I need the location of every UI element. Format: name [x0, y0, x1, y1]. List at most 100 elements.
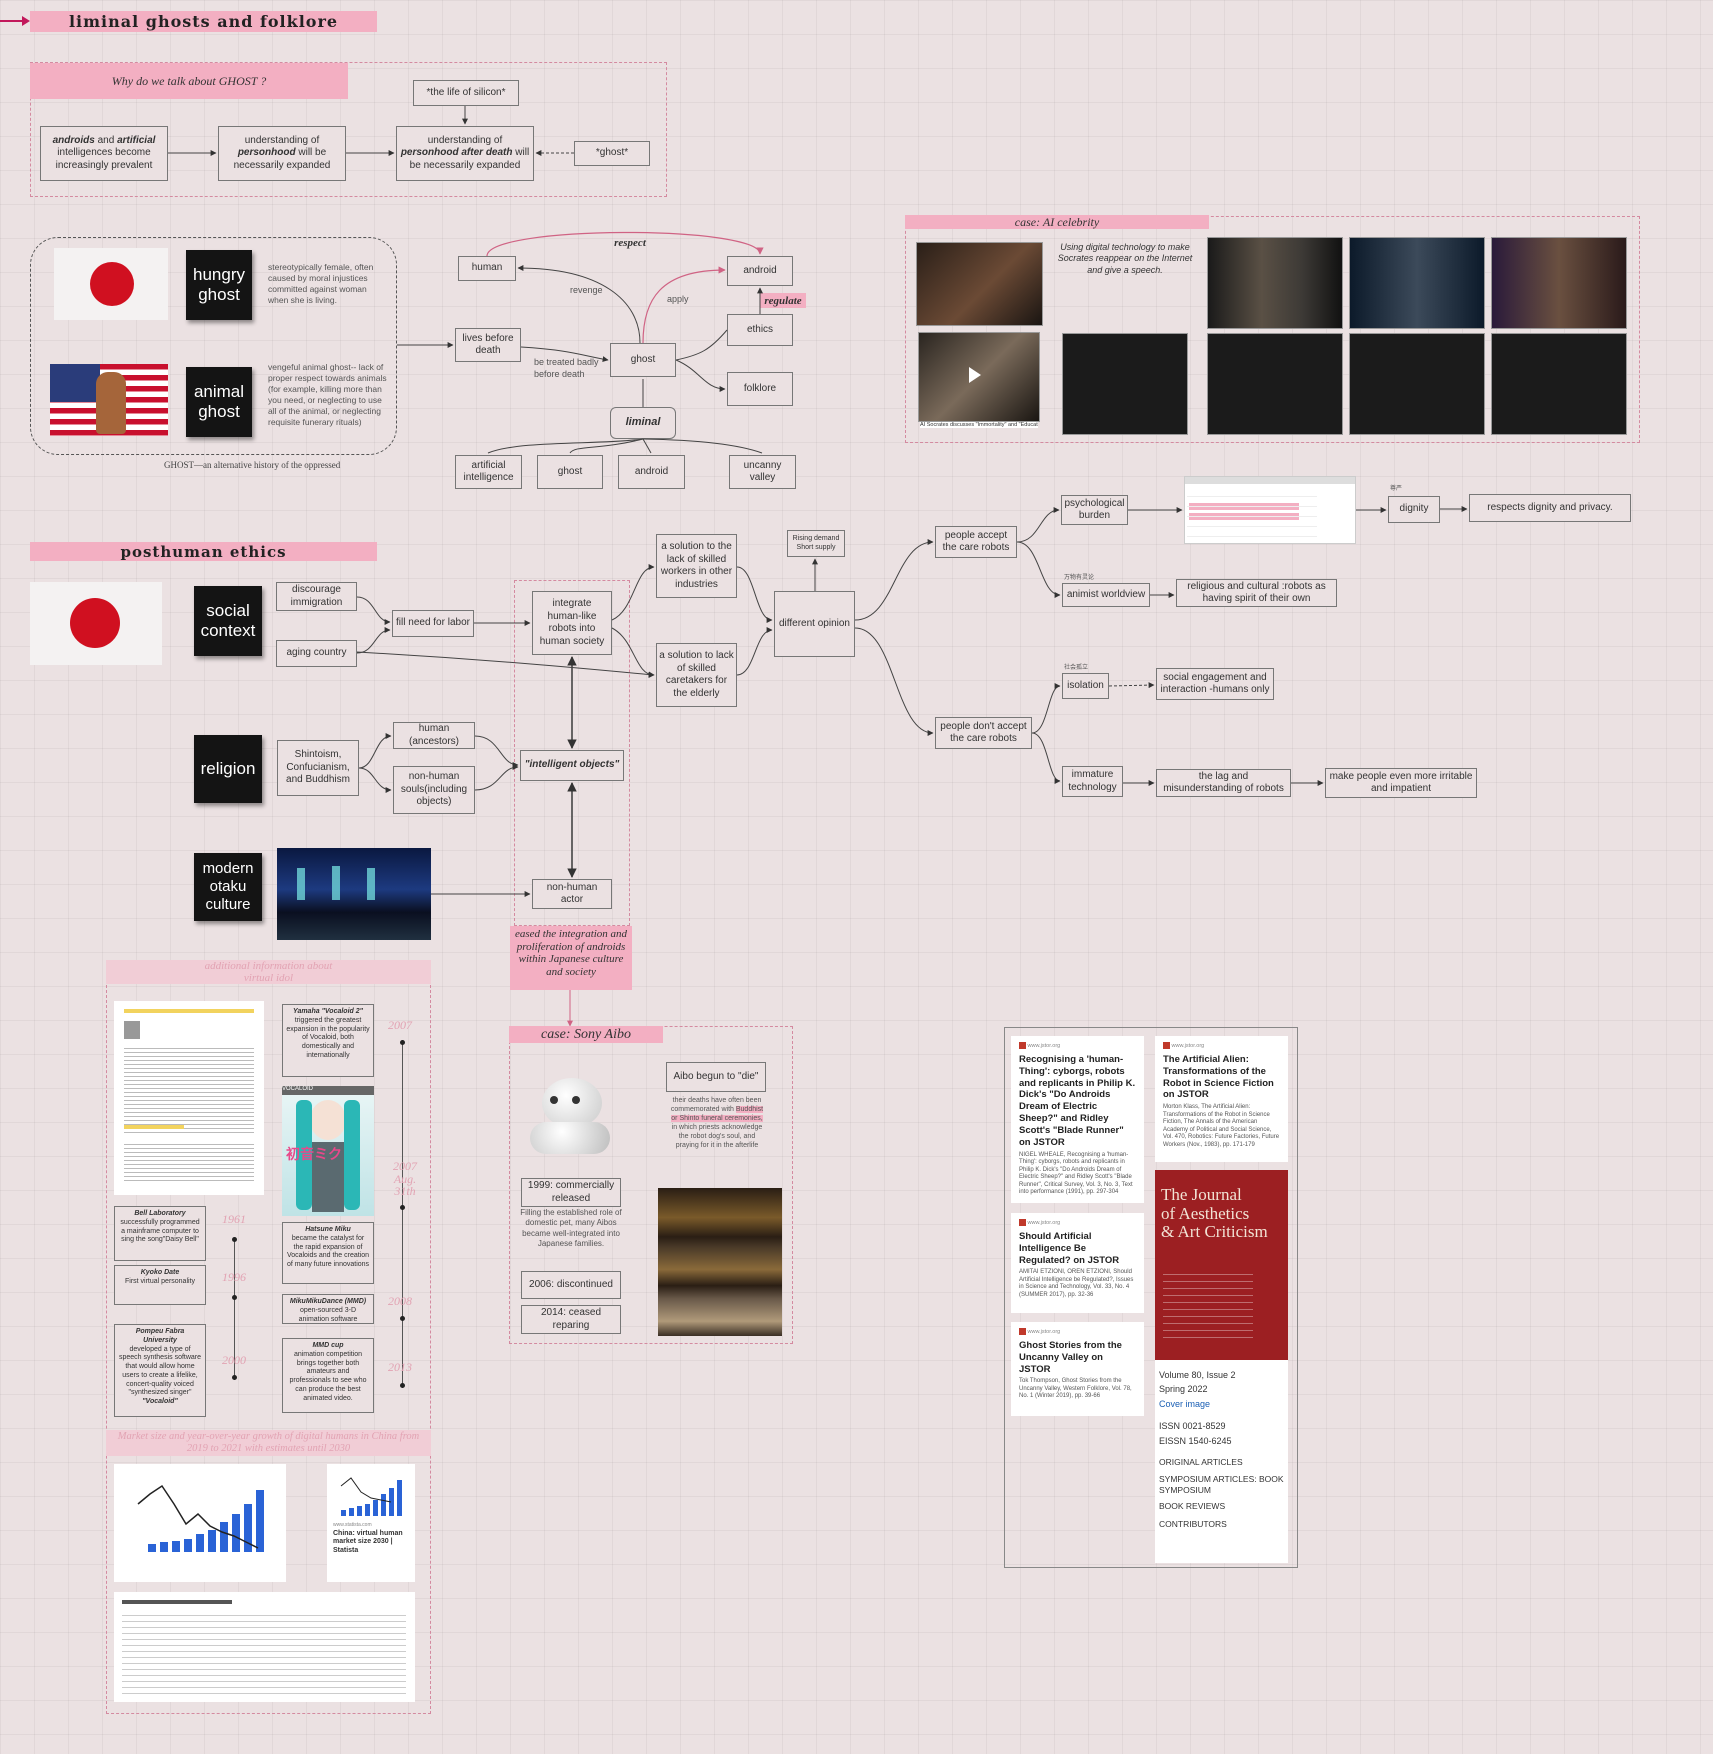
timeline-dot — [400, 1205, 405, 1210]
animal-ghost-desc: vengeful animal ghost-- lack of proper r… — [268, 362, 387, 428]
node-shinto: Shintoism, Confucianism, and Buddhism — [277, 740, 359, 796]
video-thumb-musk[interactable] — [1349, 237, 1485, 329]
issn: ISSN 0021-8529 — [1159, 1421, 1226, 1432]
label-zh-animist: 万物有灵论 — [1064, 575, 1095, 581]
comments-screenshot-1 — [1062, 333, 1188, 435]
node-android: android — [727, 256, 793, 286]
node-aibo-2014: 2014: ceased reparing — [521, 1305, 621, 1334]
jstor-card-ghost-stories[interactable]: www.jstor.org Ghost Stories from the Unc… — [1011, 1322, 1144, 1416]
menu-contributors[interactable]: CONTRIBUTORS — [1159, 1519, 1227, 1530]
node-liminal: liminal — [610, 407, 676, 439]
timeline-line-right — [402, 1040, 403, 1388]
ai-celebrity-frame — [905, 216, 1640, 443]
video-thumb-socrates-2[interactable] — [918, 332, 1040, 422]
node-fill-need: fill need for labor — [392, 610, 474, 637]
label-zh-isolation: 社会孤立 — [1064, 665, 1089, 671]
video-thumb-socrates[interactable] — [916, 242, 1043, 326]
eissn: EISSN 1540-6245 — [1159, 1435, 1232, 1446]
node-nonhuman-souls: non-human souls(including objects) — [393, 766, 475, 814]
node-isolation: isolation — [1062, 673, 1109, 699]
journal-season: Spring 2022 — [1159, 1384, 1208, 1395]
label-revenge: revenge — [570, 285, 603, 295]
node-accept: people accept the care robots — [935, 526, 1017, 558]
ai-celebrity-header: case: AI celebrity — [905, 215, 1209, 229]
node-android-2: android — [618, 455, 685, 489]
node-human-ancestors: human (ancestors) — [393, 722, 475, 749]
timeline-dot — [232, 1375, 237, 1380]
jstor-frame — [1004, 1027, 1298, 1568]
bar-chart-thumb-icon — [340, 1477, 402, 1516]
node-rising-demand: Rising demand Short supply — [787, 530, 845, 557]
timeline-dot — [400, 1383, 405, 1388]
node-immature: immature technology — [1062, 766, 1123, 797]
node-human: human — [458, 256, 516, 281]
menu-book-reviews[interactable]: BOOK REVIEWS — [1159, 1501, 1226, 1512]
timeline-dot — [400, 1316, 405, 1321]
paper-screenshot — [114, 1001, 264, 1195]
node-not-accept: people don't accept the care robots — [935, 717, 1032, 749]
label-treated: be treated badly before death — [534, 357, 599, 379]
timeline-dot — [232, 1295, 237, 1300]
label-zh-dignity: 尊严 — [1390, 486, 1403, 492]
jstor-card-artificial-alien[interactable]: www.jstor.org The Artificial Alien: Tran… — [1155, 1036, 1288, 1162]
play-icon[interactable] — [969, 367, 981, 383]
comments-screenshot-4 — [1491, 333, 1627, 435]
node-uncanny: uncanny valley — [729, 455, 796, 489]
box-prevalent: androids and artificial intelligences be… — [40, 126, 168, 181]
video-thumb-joker[interactable] — [1207, 237, 1343, 329]
node-folklore: folklore — [727, 372, 793, 406]
node-respects-dignity: respects dignity and privacy. — [1469, 494, 1631, 522]
hungry-ghost-label: hungry ghost — [186, 250, 252, 320]
label-apply: apply — [667, 294, 689, 304]
aibo-dog-image — [520, 1068, 625, 1160]
comments-screenshot-3 — [1349, 333, 1485, 435]
funeral-photo — [658, 1188, 782, 1336]
year-2007: 2007 — [388, 1018, 412, 1032]
year-2008: 2008 — [388, 1294, 412, 1308]
node-animist: animist worldview — [1062, 583, 1150, 607]
year-2013: 2013 — [388, 1360, 412, 1374]
aibo-1999-desc: Filling the established role of domestic… — [520, 1208, 622, 1249]
timeline-line-left — [234, 1240, 235, 1380]
social-context-label: social context — [194, 586, 262, 656]
node-ai: artificial intelligence — [455, 455, 522, 489]
box-personhood: understanding of personhood will be nece… — [218, 126, 346, 181]
section-title-posthuman: posthuman ethics — [30, 542, 377, 561]
journal-volume: Volume 80, Issue 2 — [1159, 1370, 1236, 1380]
statista-article-screenshot — [114, 1592, 415, 1702]
ghost-types-frame — [30, 237, 397, 455]
node-aibo-1999: 1999: commercially released — [521, 1178, 621, 1207]
node-social-engagement: social engagement and interaction -human… — [1156, 668, 1274, 700]
node-psych-burden: psychological burden — [1061, 495, 1128, 525]
box-personhood-death: understanding of personhood after death … — [396, 126, 534, 181]
market-chart-image — [114, 1464, 286, 1582]
menu-symposium[interactable]: SYMPOSIUM ARTICLES: BOOK SYMPOSIUM — [1159, 1473, 1284, 1496]
node-ghost-2: ghost — [537, 455, 603, 489]
integration-frame — [514, 580, 630, 926]
comments-screenshot-2 — [1207, 333, 1343, 435]
religion-label: religion — [194, 735, 262, 803]
video-caption: AI Socrates discusses "Immortality" and … — [920, 422, 1038, 428]
timeline-dot — [232, 1237, 237, 1242]
japan-flag-icon — [54, 248, 168, 320]
why-ghost-frame — [30, 62, 667, 197]
cover-image-link[interactable]: Cover image — [1159, 1398, 1211, 1409]
year-2007-aug: 2007 Aug. 31th — [393, 1159, 417, 1199]
aibo-die-desc: their deaths have often been commemorate… — [670, 1097, 764, 1150]
jstor-card-regulated[interactable]: www.jstor.org Should Artificial Intellig… — [1011, 1213, 1144, 1313]
node-aging: aging country — [276, 640, 357, 667]
video-thumb-kobe[interactable] — [1491, 237, 1627, 329]
jstor-card-blade-runner[interactable]: www.jstor.org Recognising a 'human-Thing… — [1011, 1036, 1144, 1203]
menu-original-articles[interactable]: ORIGINAL ARTICLES — [1159, 1456, 1243, 1467]
node-religious-cultural: religious and cultural :robots as having… — [1176, 579, 1337, 607]
concert-photo — [277, 848, 431, 940]
node-ethics: ethics — [727, 314, 793, 346]
virtual-idol-header: additional information about virtual ido… — [106, 960, 431, 984]
